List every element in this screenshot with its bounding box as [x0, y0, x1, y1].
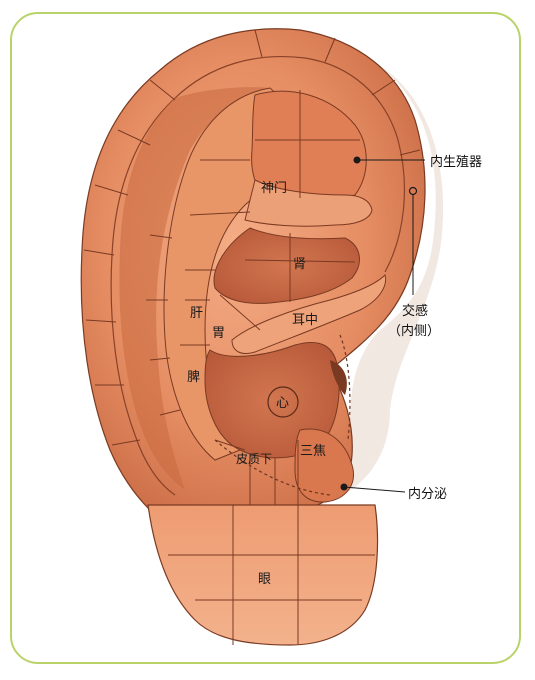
helix-segment-lines [83, 29, 421, 446]
jiaogan-marker [408, 186, 418, 196]
callout-jiaogan-note: （内侧） [388, 323, 440, 339]
upper-crus [244, 179, 373, 227]
label-pizhixia: 皮质下 [236, 452, 272, 466]
label-yan: 眼 [258, 572, 271, 587]
helix-inner-rim [110, 55, 306, 496]
ear-shadow [300, 60, 444, 510]
dotted-line [214, 439, 331, 496]
heart-point-circle [267, 386, 299, 418]
label-shen: 肾 [293, 257, 306, 272]
label-wei: 胃 [212, 326, 225, 341]
label-pi: 脾 [187, 370, 200, 385]
label-sanjiao: 三焦 [300, 444, 326, 459]
earlobe-grid [150, 504, 375, 645]
callout-jiaogan: 交感 [402, 303, 428, 319]
label-xin: 心 [276, 396, 289, 411]
callout-neifenmi: 内分泌 [408, 486, 447, 502]
crus-of-helix [231, 274, 387, 354]
helix-inner-rim-2 [304, 57, 406, 273]
inner-segment-lines [180, 90, 360, 505]
callout-neishengzhiqi: 内生殖器 [430, 154, 482, 170]
label-gan: 肝 [190, 306, 203, 321]
label-shenmen: 神门 [261, 181, 287, 196]
label-erzhong: 耳中 [292, 313, 318, 328]
scapha [119, 87, 270, 491]
neifenmi-leader [343, 486, 406, 493]
antitragus [294, 428, 354, 503]
earlobe [147, 504, 379, 646]
ear-canal [330, 360, 347, 395]
cymba-conchae [213, 227, 360, 304]
